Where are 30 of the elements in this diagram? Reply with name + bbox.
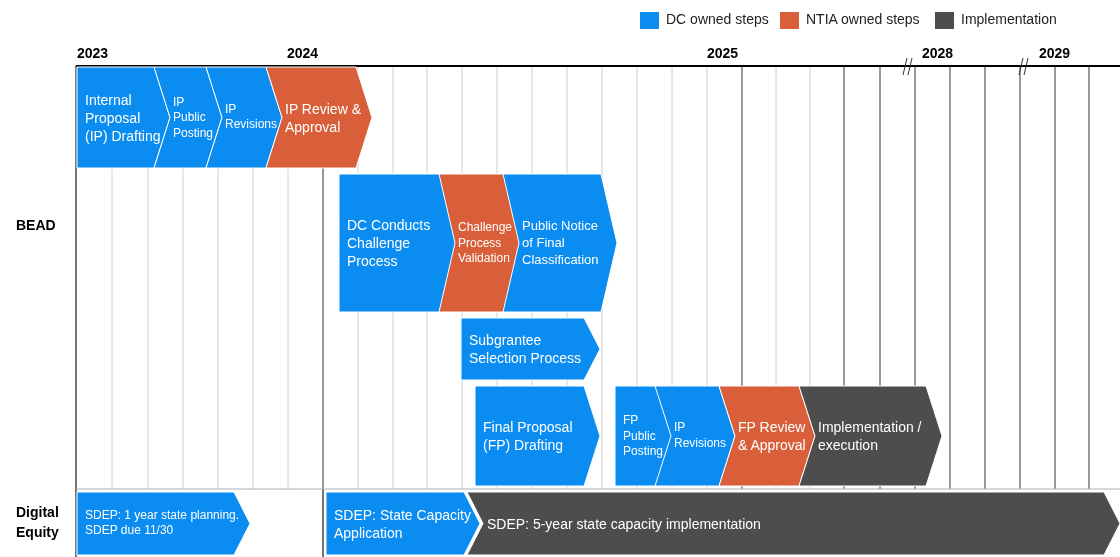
step-label: IP Review & Approval [285,99,362,136]
step-label: DC Conducts Challenge Process [347,215,432,271]
step-label: FP Review & Approval [738,417,807,455]
step-label: SDEP: State Capacity Application [334,505,472,542]
step-label: Subgrantee Selection Process [469,330,583,368]
legend-label: NTIA owned steps [806,11,920,27]
chevron-step [475,386,600,486]
legend-label: DC owned steps [666,11,769,27]
step-label: Final Proposal (FP) Drafting [483,417,574,455]
row-label: Digital Equity [16,503,60,542]
year-label: 2025 [707,45,739,61]
legend-label: Implementation [961,11,1057,27]
year-label: 2029 [1039,45,1071,61]
step-label: Internal Proposal (IP) Drafting [85,90,162,145]
row-label: BEAD [16,216,57,235]
year-label: 2023 [77,45,109,61]
chevron-step [339,174,457,312]
year-label: 2024 [287,45,319,61]
step-label: IP Public Posting [173,94,214,141]
step-label: Implementation / execution [818,417,923,455]
step-label: FP Public Posting [623,412,665,460]
step-label: Public Notice of Final Classification [522,217,600,269]
step-label: SDEP: 1 year state planning. SDEP due 11/30 [85,507,241,540]
chevron-step [461,318,600,380]
step-label: SDEP: 5-year state capacity implementation [487,514,761,533]
year-label: 2028 [922,45,954,61]
step-label: IP Revisions [674,420,727,452]
chevron-step [326,492,480,555]
step-label: Challenge Process Validation [458,219,513,267]
chevron-step [77,492,250,555]
